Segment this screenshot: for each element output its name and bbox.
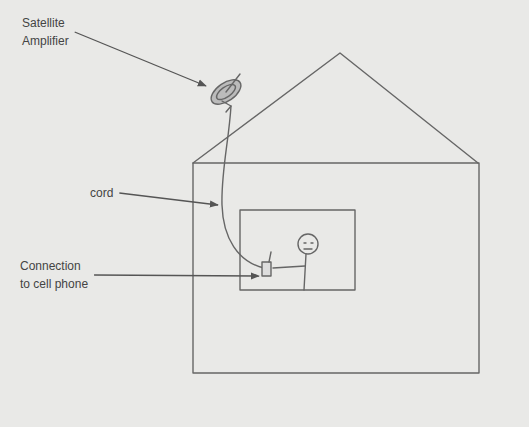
- cord-line: [222, 106, 264, 268]
- leader-arrow: [119, 193, 218, 205]
- roof: [193, 53, 478, 163]
- cell-phone: [262, 252, 271, 276]
- leader-arrow: [94, 275, 259, 276]
- callout-label: Connection to cell phone: [20, 257, 92, 293]
- callout-label: Satellite Amplifier: [22, 14, 94, 50]
- callout-label: cord: [90, 184, 162, 202]
- leader-arrow: [75, 32, 206, 86]
- satellite-dish: [207, 74, 245, 112]
- window: [240, 210, 355, 290]
- stick-figure: [273, 234, 318, 290]
- house-wall: [193, 163, 479, 373]
